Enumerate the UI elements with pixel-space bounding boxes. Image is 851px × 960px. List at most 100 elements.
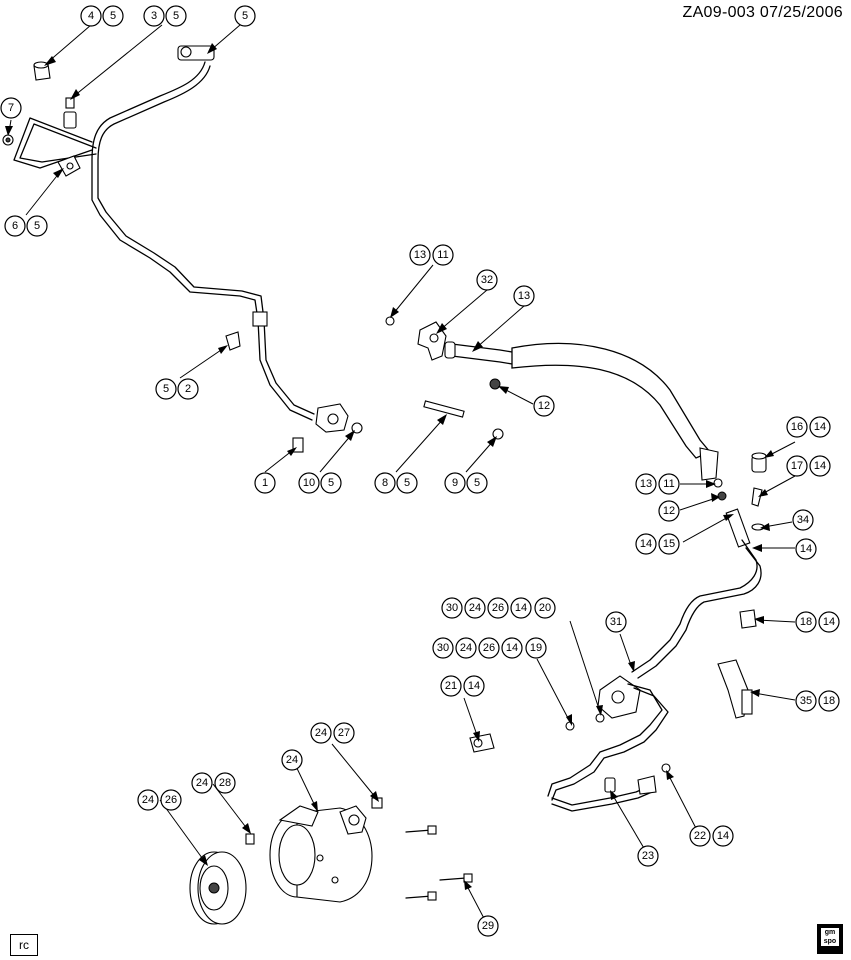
- svg-text:14: 14: [800, 543, 812, 555]
- svg-text:1: 1: [262, 477, 268, 489]
- suction-hose: [385, 316, 719, 481]
- svg-text:34: 34: [797, 514, 809, 526]
- svg-text:30: 30: [437, 642, 449, 654]
- svg-text:28: 28: [219, 777, 231, 789]
- svg-text:14: 14: [640, 538, 652, 550]
- svg-text:26: 26: [492, 602, 504, 614]
- svg-text:14: 14: [506, 642, 518, 654]
- callout-11: 11: [658, 473, 680, 495]
- svg-text:26: 26: [483, 642, 495, 654]
- svg-text:31: 31: [610, 616, 622, 628]
- callout-24: 24: [281, 749, 303, 771]
- callout-24: 24: [464, 597, 486, 619]
- callout-24: 24: [455, 637, 477, 659]
- callout-14: 14: [795, 538, 817, 560]
- callout-22: 22: [689, 825, 711, 847]
- svg-text:13: 13: [640, 478, 652, 490]
- svg-text:35: 35: [800, 695, 812, 707]
- callout-6: 6: [4, 215, 26, 237]
- svg-text:24: 24: [142, 794, 154, 806]
- callout-14: 14: [463, 675, 485, 697]
- callout-21: 21: [440, 675, 462, 697]
- svg-text:5: 5: [474, 477, 480, 489]
- svg-text:7: 7: [8, 102, 14, 114]
- callout-18: 18: [818, 690, 840, 712]
- svg-text:14: 14: [515, 602, 527, 614]
- callout-5: 5: [102, 5, 124, 27]
- svg-text:5: 5: [404, 477, 410, 489]
- svg-text:21: 21: [445, 680, 457, 692]
- callout-30: 30: [441, 597, 463, 619]
- callout-13: 13: [635, 473, 657, 495]
- callout-2: 2: [177, 378, 199, 400]
- svg-text:24: 24: [469, 602, 481, 614]
- svg-text:14: 14: [814, 421, 826, 433]
- logo-text: gm spo: [821, 928, 839, 946]
- rc-label: rc: [10, 934, 38, 956]
- liquid-line-tube: [13, 45, 349, 433]
- callout-27: 27: [333, 722, 355, 744]
- svg-text:32: 32: [481, 274, 493, 286]
- callout-14: 14: [501, 637, 523, 659]
- svg-text:5: 5: [328, 477, 334, 489]
- svg-text:26: 26: [165, 794, 177, 806]
- svg-text:5: 5: [34, 220, 40, 232]
- svg-text:14: 14: [823, 616, 835, 628]
- svg-text:24: 24: [196, 777, 208, 789]
- callout-1: 1: [254, 472, 276, 494]
- svg-text:27: 27: [338, 727, 350, 739]
- callout-24: 24: [191, 772, 213, 794]
- callout-3: 3: [143, 5, 165, 27]
- svg-text:13: 13: [414, 249, 426, 261]
- svg-text:13: 13: [518, 290, 530, 302]
- diagram-code: ZA09-003 07/25/2006: [682, 4, 843, 21]
- svg-text:5: 5: [163, 383, 169, 395]
- right-connectors: [631, 452, 767, 679]
- callout-8: 8: [374, 472, 396, 494]
- callout-7: 7: [0, 97, 22, 119]
- svg-text:19: 19: [530, 642, 542, 654]
- svg-text:14: 14: [468, 680, 480, 692]
- callout-10: 10: [298, 472, 320, 494]
- parts-drawing: [2, 45, 767, 925]
- svg-text:24: 24: [315, 727, 327, 739]
- callout-12: 12: [658, 500, 680, 522]
- svg-text:18: 18: [823, 695, 835, 707]
- svg-text:24: 24: [286, 754, 298, 766]
- callout-24: 24: [137, 789, 159, 811]
- callout-5: 5: [26, 215, 48, 237]
- svg-text:9: 9: [452, 477, 458, 489]
- svg-text:6: 6: [12, 220, 18, 232]
- callout-16: 16: [786, 416, 808, 438]
- svg-text:11: 11: [663, 478, 674, 490]
- svg-text:15: 15: [663, 538, 675, 550]
- callout-18: 18: [795, 611, 817, 633]
- callout-12: 12: [533, 395, 555, 417]
- svg-text:14: 14: [717, 830, 729, 842]
- callout-14: 14: [635, 533, 657, 555]
- svg-text:20: 20: [539, 602, 551, 614]
- callout-5: 5: [466, 472, 488, 494]
- svg-text:18: 18: [800, 616, 812, 628]
- svg-text:3: 3: [151, 10, 157, 22]
- callout-35: 35: [795, 690, 817, 712]
- svg-text:5: 5: [110, 10, 116, 22]
- svg-text:4: 4: [88, 10, 94, 22]
- callout-labels: 4 5 3 5 5 7 6 5 5 2 1 10 5 8 5 9 5 13 11…: [0, 5, 840, 937]
- svg-text:17: 17: [791, 460, 803, 472]
- callout-14: 14: [818, 611, 840, 633]
- gm-spo-logo: gm spo: [817, 924, 843, 954]
- callout-15: 15: [658, 533, 680, 555]
- callout-26: 26: [487, 597, 509, 619]
- svg-text:11: 11: [437, 249, 448, 261]
- callout-34: 34: [792, 509, 814, 531]
- callout-26: 26: [478, 637, 500, 659]
- callout-11: 11: [432, 244, 454, 266]
- callout-5: 5: [396, 472, 418, 494]
- callout-31: 31: [605, 611, 627, 633]
- svg-text:10: 10: [303, 477, 315, 489]
- svg-text:2: 2: [185, 383, 191, 395]
- callout-26: 26: [160, 789, 182, 811]
- callout-19: 19: [525, 637, 547, 659]
- callout-5: 5: [165, 5, 187, 27]
